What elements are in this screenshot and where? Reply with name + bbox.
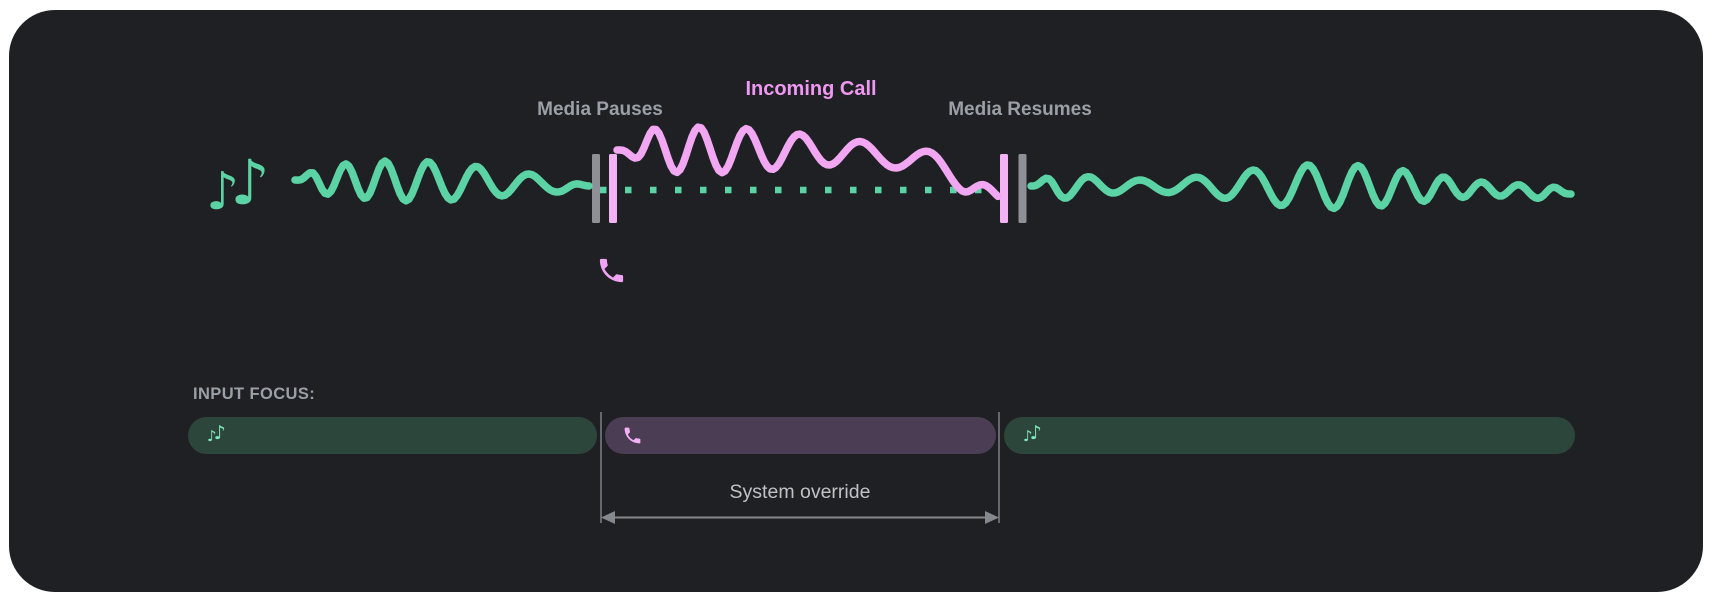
incoming-call-label: Incoming Call — [745, 78, 877, 100]
music-notes-icon: ♪ ♪ — [1023, 417, 1042, 454]
focus-segment-call — [605, 417, 996, 454]
note-glyph: ♪ — [1023, 427, 1033, 445]
input-focus-heading: INPUT FOCUS: — [193, 385, 316, 403]
media-resumes-label: Media Resumes — [948, 99, 1092, 120]
focus-segment-media-after: ♪ ♪ — [1004, 417, 1575, 454]
music-notes-icon: ♪ ♪ — [206, 146, 270, 222]
note-glyph: ♪ — [213, 422, 226, 444]
focus-segment-media-before: ♪ ♪ — [188, 417, 597, 454]
music-notes-icon: ♪ ♪ — [207, 417, 226, 454]
note-glyph: ♪ — [206, 162, 240, 222]
media-pauses-label: Media Pauses — [537, 99, 663, 120]
note-glyph: ♪ — [1029, 422, 1042, 444]
diagram-card — [9, 10, 1703, 592]
phone-icon — [624, 427, 641, 444]
system-override-label: System override — [729, 481, 871, 503]
note-glyph: ♪ — [230, 146, 270, 219]
phone-icon — [599, 258, 624, 283]
note-glyph: ♪ — [207, 427, 217, 445]
